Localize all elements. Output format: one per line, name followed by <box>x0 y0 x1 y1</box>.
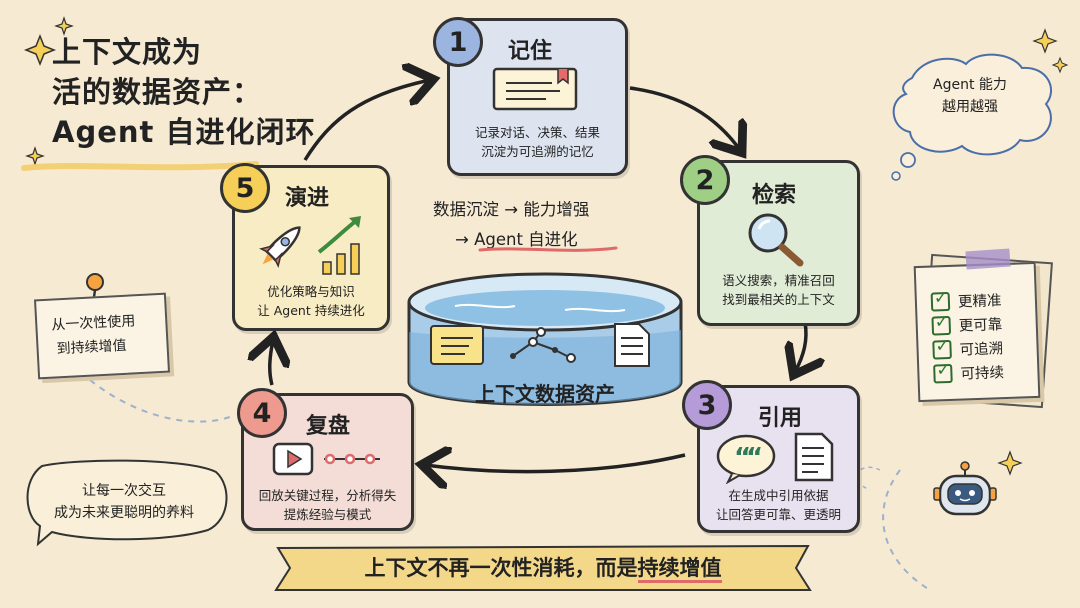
step-desc-2: 让回答更可靠、更透明 <box>715 507 841 522</box>
step-desc-1: 优化策略与知识 <box>267 284 355 299</box>
memo-icon <box>492 67 578 111</box>
step-desc-2: 提炼经验与模式 <box>283 507 372 522</box>
step-title: 演进 <box>285 186 330 211</box>
banner-highlight: 持续增值 <box>637 556 722 583</box>
speech-bubble <box>26 459 228 547</box>
right-cloud-text: Agent 能力 越用越强 <box>900 74 1040 118</box>
step-title: 检索 <box>752 183 797 208</box>
main-title: 上下文成为 活的数据资产： Agent 自进化闭环 <box>52 32 315 152</box>
title-line-3: Agent 自进化闭环 <box>52 115 316 149</box>
checkbox-icon <box>930 291 951 312</box>
step-desc-1: 记录对话、决策、结果 <box>474 125 600 140</box>
title-underline <box>21 161 259 171</box>
right-cloud-line-1: Agent 能力 <box>933 77 1007 93</box>
step-title: 引用 <box>758 406 803 431</box>
checkbox-icon <box>932 339 952 360</box>
step-number-5: 5 <box>220 163 270 213</box>
checkbox-icon <box>933 363 953 384</box>
center-line-2: → Agent 自进化 <box>455 230 578 249</box>
thought-cloud <box>891 53 1052 181</box>
step-desc-2: 找到最相关的上下文 <box>722 292 835 307</box>
robot-icon <box>933 461 997 516</box>
step-desc-1: 在生成中引用依据 <box>728 488 829 503</box>
quote-document-icon: “ “ <box>716 432 834 484</box>
checklist-item: 可持续 <box>933 359 1004 385</box>
step-desc-2: 沉淀为可追溯的记忆 <box>481 144 594 159</box>
checkbox-icon <box>931 315 952 336</box>
step-title: 记住 <box>508 39 553 64</box>
step-number-2: 2 <box>680 155 730 205</box>
checklist: 更精准 更可靠 可追溯 可持续 <box>930 287 1004 385</box>
left-bubble-line-1: 让每一次交互 <box>82 483 166 499</box>
magnifier-icon <box>748 213 804 267</box>
right-cloud-line-2: 越用越强 <box>942 99 998 115</box>
step-desc-1: 语义搜索，精准召回 <box>722 273 835 288</box>
context-data-vessel <box>407 272 683 406</box>
step-desc-2: 让 Agent 持续进化 <box>257 303 365 318</box>
step-number-3: 3 <box>682 380 732 430</box>
step-desc-1: 回放关键过程，分析得失 <box>258 488 397 503</box>
title-line-1: 上下文成为 <box>52 35 203 69</box>
step-number-1: 1 <box>433 17 483 67</box>
tape-strip <box>965 248 1011 270</box>
svg-text:“: “ <box>746 443 763 473</box>
left-note-line-2: 到持续增值 <box>56 337 127 358</box>
bottom-banner <box>274 544 812 591</box>
vessel-label: 上下文数据资产 <box>475 382 615 406</box>
left-bubble-line-2: 成为未来更聪明的养料 <box>54 505 194 521</box>
step-title: 复盘 <box>306 414 351 439</box>
left-note-line-1: 从一次性使用 <box>50 313 136 334</box>
checklist-item: 可追溯 <box>932 335 1003 361</box>
title-line-2: 活的数据资产： <box>52 75 263 109</box>
center-underline <box>478 246 618 252</box>
step-number-4: 4 <box>237 388 287 438</box>
banner-text: 上下文不再一次性消耗，而是持续增值 <box>268 552 818 583</box>
rocket-growth-icon <box>259 216 361 275</box>
left-note: 从一次性使用 到持续增值 <box>33 292 171 380</box>
svg-text:“: “ <box>734 443 751 473</box>
checklist-item: 更精准 <box>930 287 1002 313</box>
playback-icon <box>272 442 380 476</box>
checklist-item: 更可靠 <box>931 311 1003 337</box>
checklist-card: 更精准 更可靠 可追溯 可持续 <box>913 261 1041 403</box>
banner-text-part-1: 上下文不再一次性消耗，而是 <box>364 556 638 580</box>
center-line-1: 数据沉淀 → 能力增强 <box>433 200 590 219</box>
left-bubble-text: 让每一次交互 成为未来更聪明的养料 <box>24 480 224 524</box>
center-caption: 数据沉淀 → 能力增强 → Agent 自进化 <box>433 196 653 250</box>
